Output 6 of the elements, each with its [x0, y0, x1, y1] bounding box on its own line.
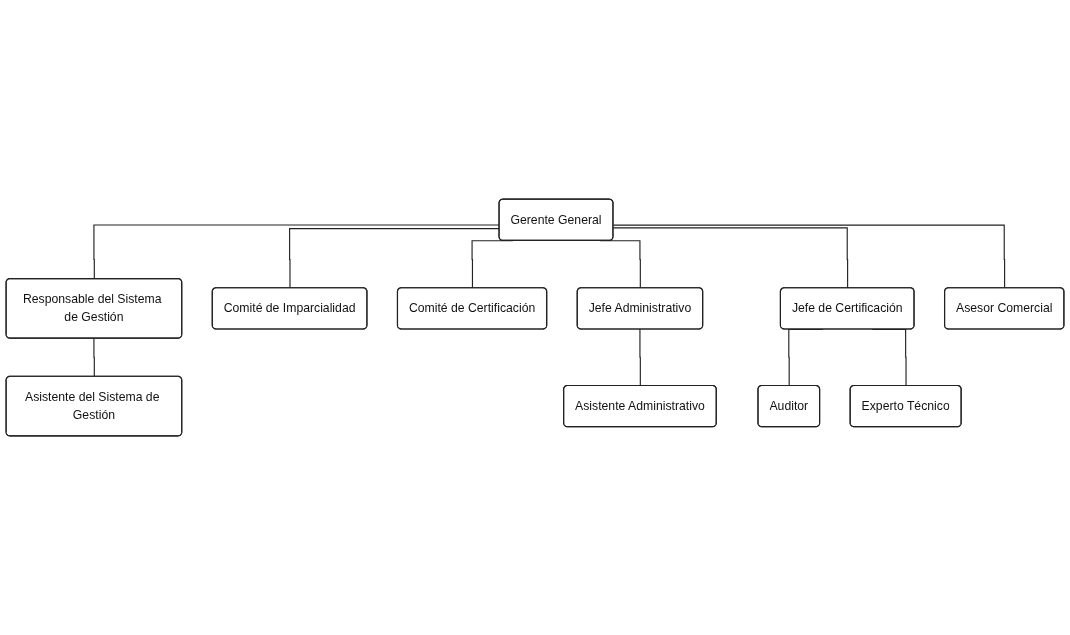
connector	[639, 328, 641, 387]
connector	[289, 228, 500, 289]
connector	[612, 224, 1006, 289]
connector	[612, 227, 849, 289]
connector	[93, 224, 500, 280]
connector	[93, 337, 95, 378]
